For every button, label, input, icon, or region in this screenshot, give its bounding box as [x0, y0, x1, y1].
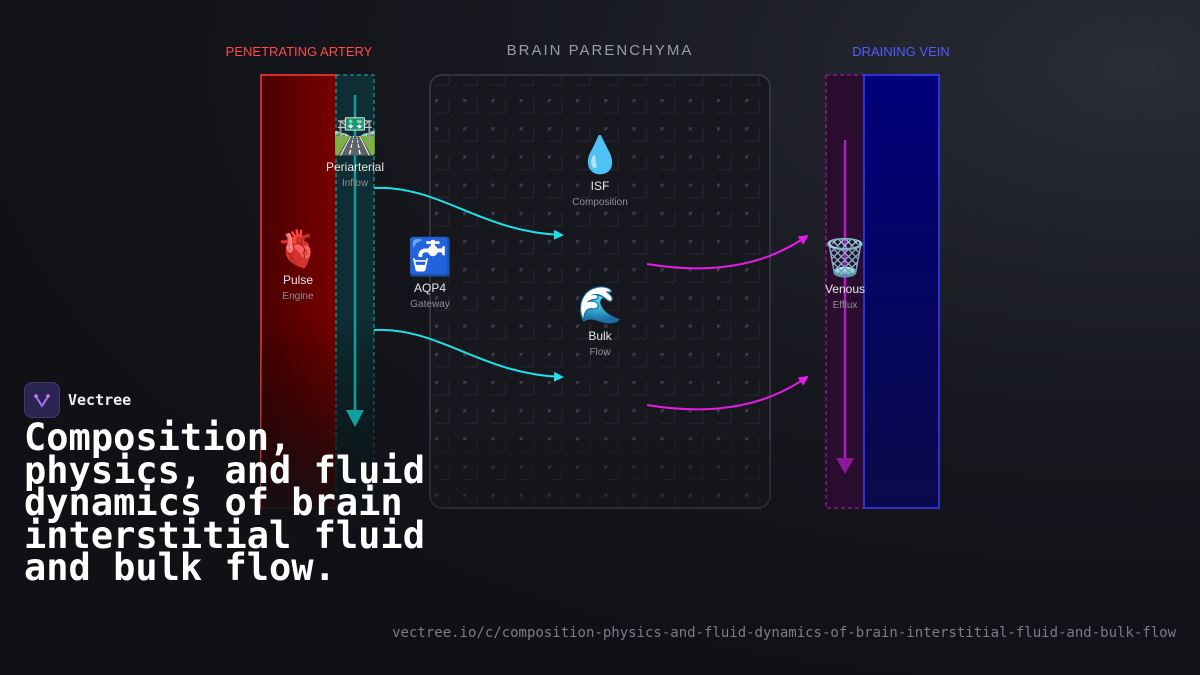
outflow-arrow-lower: [646, 375, 809, 411]
node-bulk: 🌊 Bulk Flow: [545, 285, 655, 359]
artery-label: PENETRATING ARTERY: [225, 44, 373, 59]
trash-icon: 🗑️: [822, 238, 868, 279]
node-isf-sub: Composition: [572, 197, 628, 208]
road-icon: 🛣️: [332, 116, 378, 157]
brand-name: Vectree: [68, 391, 132, 409]
node-isf: 💧 ISF Composition: [545, 135, 655, 209]
vein-vessel: [863, 74, 940, 509]
droplet-icon: 💧: [577, 135, 623, 176]
inflow-arrow-upper: [373, 186, 564, 240]
node-venous: 🗑️ Venous Efflux: [790, 238, 900, 312]
outflow-arrow-upper: [646, 234, 809, 270]
node-periarterial-title: Periarterial: [325, 160, 385, 174]
node-pulse: 🫀 Pulse Engine: [243, 229, 353, 303]
node-pulse-sub: Engine: [282, 291, 314, 302]
node-venous-sub: Efflux: [832, 300, 858, 311]
vectree-logo-icon: [24, 382, 60, 418]
node-bulk-sub: Flow: [589, 347, 611, 358]
inflow-arrow-lower: [373, 328, 564, 382]
node-pulse-title: Pulse: [282, 273, 314, 287]
node-aqp4-sub: Gateway: [410, 299, 450, 310]
node-venous-title: Venous: [824, 282, 866, 296]
node-aqp4-title: AQP4: [413, 281, 446, 295]
parenchyma-label: BRAIN PARENCHYMA: [506, 42, 694, 59]
node-isf-title: ISF: [590, 179, 610, 193]
source-url[interactable]: vectree.io/c/composition-physics-and-flu…: [392, 625, 1176, 641]
page-title: Composition, physics, and fluid dynamics…: [24, 416, 425, 589]
vein-label: DRAINING VEIN: [852, 44, 950, 59]
periarterial-flow-arrowhead: [346, 410, 364, 427]
node-periarterial: 🛣️ Periarterial Inflow: [300, 116, 410, 190]
node-periarterial-sub: Inflow: [341, 178, 369, 189]
wave-icon: 🌊: [577, 285, 623, 326]
brand[interactable]: Vectree: [24, 382, 131, 418]
heart-icon: 🫀: [275, 229, 321, 270]
node-bulk-title: Bulk: [588, 329, 612, 343]
node-aqp4: 🚰 AQP4 Gateway: [375, 237, 485, 311]
perivenous-flow-arrowhead: [836, 458, 854, 474]
water-tap-icon: 🚰: [407, 237, 453, 278]
